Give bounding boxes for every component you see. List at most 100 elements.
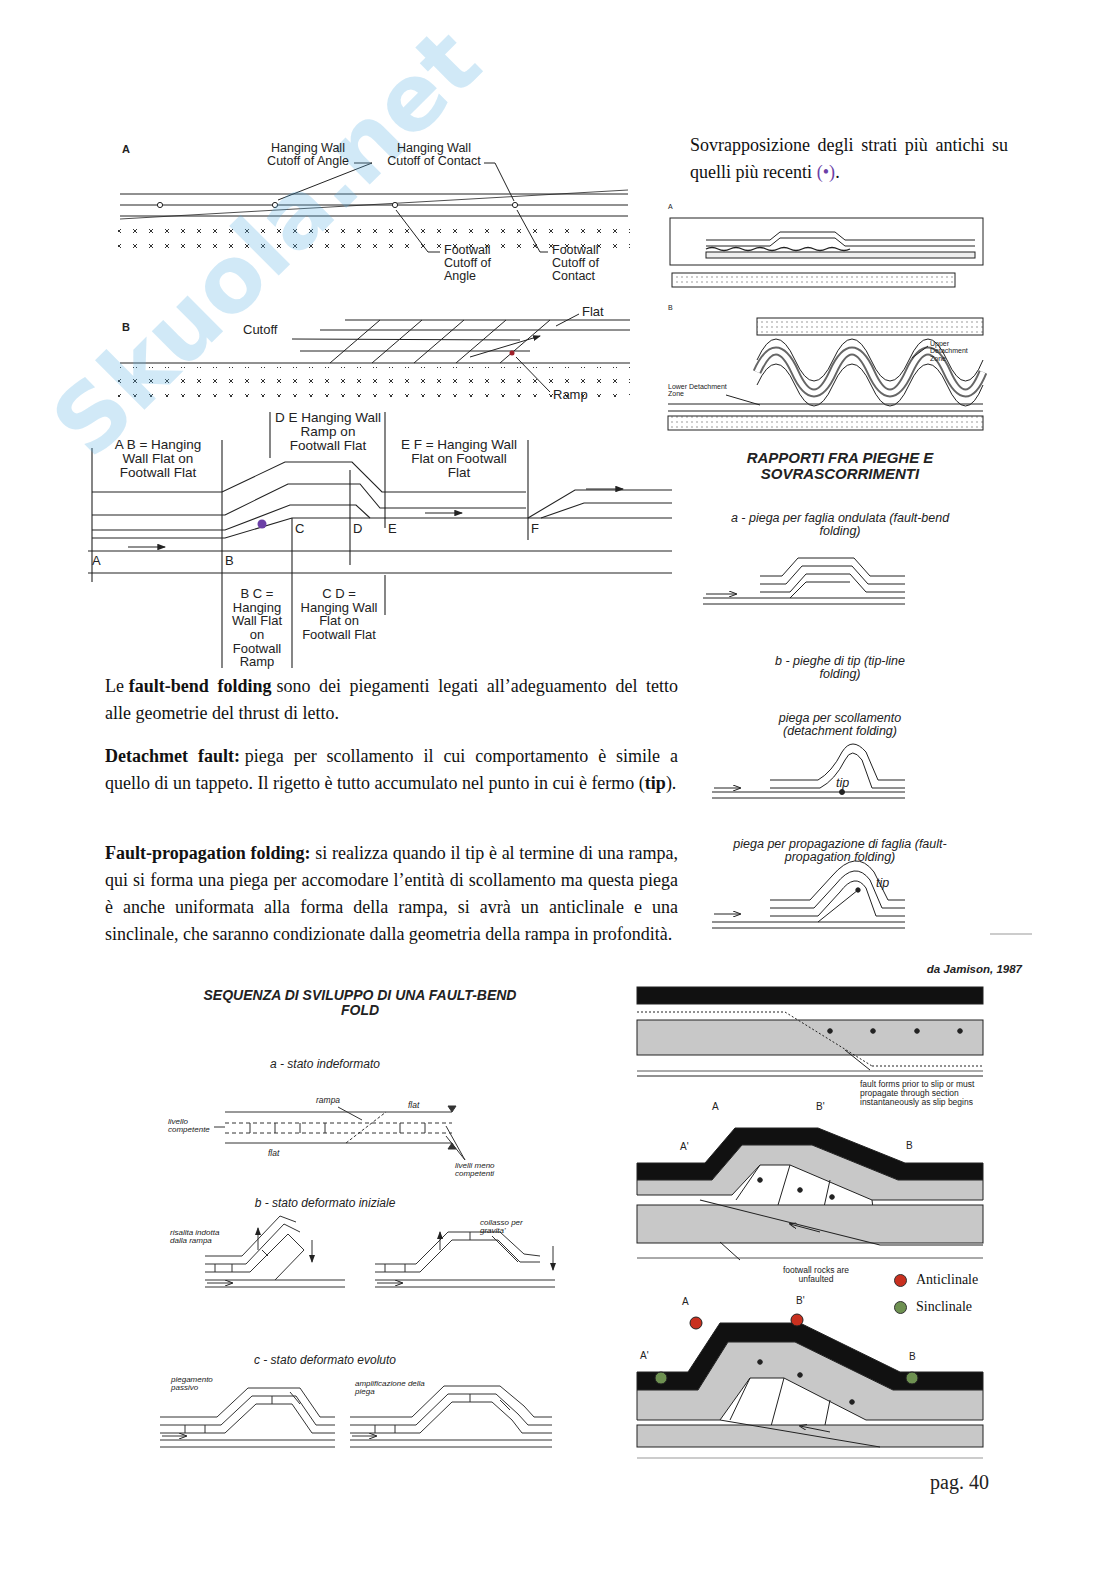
figure-label: F <box>531 522 539 536</box>
cutoff-figure-part <box>517 210 548 252</box>
detachment-figure <box>668 318 983 430</box>
kink-band-figure-part <box>791 1314 803 1326</box>
fault-propagation-sketch-part <box>770 861 905 900</box>
figure-label: E <box>388 522 397 536</box>
ramp-figure-part <box>414 320 464 363</box>
figure-label: piegamento passivo <box>171 1376 226 1393</box>
kink-band-figure-part <box>690 1317 702 1329</box>
kink-band-figure <box>637 987 983 1458</box>
ramp-figure-part <box>500 320 550 363</box>
text-paragraph: Lefault-bend foldingsono dei piegamenti … <box>105 673 678 727</box>
sequence-evolved-part <box>162 1436 186 1437</box>
body-text: Le <box>105 676 124 696</box>
figure-label: tip <box>876 877 889 890</box>
ramp-figure-part <box>456 320 506 363</box>
kink-band-figure-part <box>637 1020 983 1055</box>
kink-band-figure-part <box>798 1373 803 1378</box>
figure-label: RAPPORTI FRA PIEGHE E SOVRASCORRIMENTI <box>700 450 980 482</box>
watermark: Skuola.net <box>32 8 501 477</box>
sequence-initial-part <box>375 1240 540 1272</box>
cutoff-figure-part <box>120 216 628 217</box>
ramp-figure-part <box>345 320 630 321</box>
figure-label: B C = Hanging Wall Flat on Footwall Ramp <box>225 587 289 669</box>
overlap-figure <box>670 218 983 287</box>
fault-propagation-sketch-part <box>712 922 905 923</box>
ramp-figure-part <box>330 320 380 363</box>
kink-band-figure-part <box>758 1360 763 1365</box>
detachment-figure-part <box>757 364 983 406</box>
kink-band-figure-part <box>700 1200 983 1245</box>
figure-label: C D = Hanging Wall Flat on Footwall Flat <box>297 587 381 642</box>
sequence-initial-part <box>375 1287 555 1288</box>
fault-propagation-sketch-part <box>712 928 905 929</box>
detachment-figure-part <box>726 395 760 405</box>
figure-label: A B = Hanging Wall Flat on Footwall Flat <box>103 438 213 481</box>
flat-ramp-figure-part <box>88 572 672 573</box>
sequence-initial-part <box>205 1287 345 1288</box>
fault-bend-sketch-part <box>703 598 905 599</box>
figure-label: Flat <box>582 305 604 319</box>
kink-band-figure-part <box>790 1224 820 1232</box>
overlap-figure-part <box>672 273 955 287</box>
sequence-undeformed-part <box>346 1112 386 1143</box>
legend-text: Anticlinale <box>916 1272 978 1288</box>
fault-propagation-sketch-part <box>714 914 740 915</box>
body-text: ). <box>666 773 677 793</box>
body-text: fault-bend folding <box>129 676 272 696</box>
figure-label: B <box>668 304 673 311</box>
flat-ramp-figure-part <box>88 550 672 551</box>
sequence-evolved-part <box>350 1394 552 1425</box>
kink-band-figure-part <box>906 1372 918 1384</box>
cutoff-figure-part <box>392 202 397 207</box>
kink-band-figure-part <box>830 1195 835 1200</box>
sequence-evolved-part <box>160 1440 335 1441</box>
body-text: Fault-propagation folding: <box>105 843 310 863</box>
sequence-evolved-part <box>160 1447 335 1448</box>
cutoff-figure-part <box>396 210 440 252</box>
sequence-initial-part <box>385 1232 470 1272</box>
detachment-sketch-part <box>712 792 905 793</box>
fault-bend-sketch-part <box>706 594 736 595</box>
detachment-sketch-part <box>712 798 905 799</box>
ramp-figure-part <box>510 351 515 356</box>
legend-swatch <box>894 1301 907 1314</box>
figure-label: da Jamison, 1987 <box>880 963 1022 975</box>
fault-bend-sketch-part <box>760 558 905 576</box>
legend-row: Anticlinale <box>894 1272 978 1288</box>
figure-label: c - stato deformato evoluto <box>215 1354 435 1367</box>
flat-ramp-figure-part <box>541 503 672 518</box>
sequence-undeformed-part <box>225 1123 452 1124</box>
kink-band-figure-part <box>958 1029 963 1034</box>
ramp-figure-part <box>556 314 579 326</box>
kink-band-figure-part <box>637 1012 785 1013</box>
figure-label: flat <box>268 1149 279 1158</box>
flat-ramp-figure-part <box>258 520 267 529</box>
figure-label: B <box>906 1141 913 1152</box>
figure-label: A <box>712 1102 719 1113</box>
detachment-figure-part <box>668 416 983 430</box>
fault-propagation-sketch-part <box>990 934 1032 935</box>
sequence-initial-part <box>258 1228 259 1250</box>
figure-label: footwall rocks are unfaulted <box>768 1266 864 1284</box>
sequence-evolved-part <box>350 1440 552 1441</box>
figure-label: piega per propagazione di faglia (fault-… <box>720 838 960 864</box>
kink-band-figure-part <box>637 1076 983 1077</box>
flat-ramp-figure-part <box>528 490 672 518</box>
kink-band-figure-part <box>637 1205 983 1243</box>
kink-band-figure-part <box>637 1458 983 1459</box>
body-text: Sovrapposizione degli strati più antichi… <box>690 135 1008 182</box>
flat-ramp-figure-part <box>92 505 370 530</box>
flat-ramp-figure-part <box>221 440 222 668</box>
kink-band-figure-part <box>637 1258 983 1259</box>
figure-label: A <box>92 554 101 568</box>
kink-band-figure-part <box>637 1071 983 1072</box>
figure-label: A <box>122 144 130 156</box>
figure-label: livello competente <box>168 1118 216 1135</box>
figure-label: B <box>122 322 130 334</box>
kink-band-figure-part <box>845 1050 870 1070</box>
flat-ramp-figure-part <box>527 440 528 540</box>
fault-bend-sketch-part <box>760 574 905 592</box>
overlap-figure-part <box>706 232 975 240</box>
figure-label: tip <box>836 777 849 790</box>
sequence-initial-part <box>553 1246 554 1270</box>
